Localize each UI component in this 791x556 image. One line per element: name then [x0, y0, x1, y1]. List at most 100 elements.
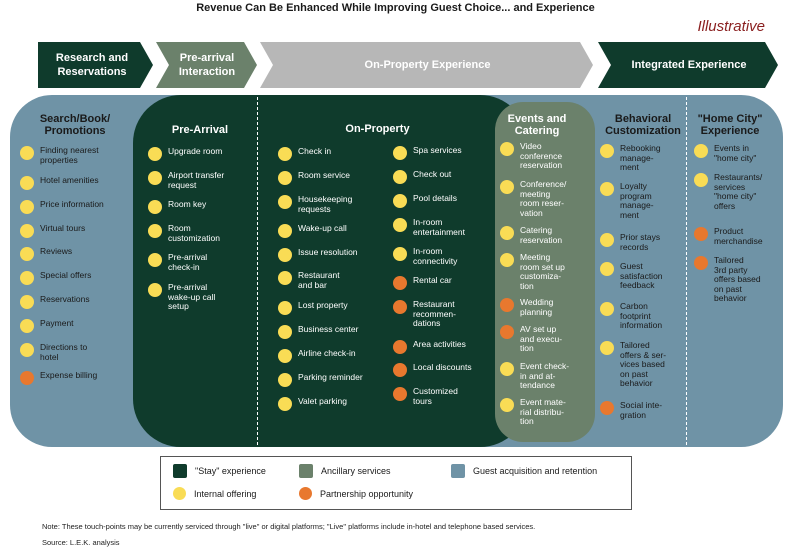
touchpoint-item: Valet parking — [278, 396, 383, 411]
touchpoint-item: Local discounts — [393, 362, 498, 377]
touchpoint-label: Spa services — [413, 145, 462, 155]
touchpoint-label: In-room connectivity — [413, 246, 458, 266]
touchpoint-label: Carbon footprint information — [620, 301, 663, 330]
internal-dot-icon — [500, 362, 514, 376]
internal-dot-icon — [148, 283, 162, 297]
internal-dot-icon — [393, 247, 407, 261]
source-note: Source: L.E.K. analysis — [42, 538, 120, 547]
partnership-dot-icon — [393, 363, 407, 377]
touchpoint-label: Event mate- rial distribu- tion — [520, 397, 566, 426]
internal-dot-icon — [148, 200, 162, 214]
phase-prearrival-label: Pre-arrival Interaction — [178, 52, 236, 78]
internal-dot-icon — [148, 224, 162, 238]
internal-dot-icon — [278, 397, 292, 411]
touchpoint-item: Social inte- gration — [600, 400, 688, 420]
partnership-dot-icon — [393, 276, 407, 290]
phase-onproperty-label: On-Property Experience — [364, 59, 491, 71]
internal-dot-icon — [600, 233, 614, 247]
heading-onproperty: On-Property — [345, 123, 410, 135]
touchpoint-item: Reservations — [20, 294, 132, 309]
internal-dot-icon — [278, 195, 292, 209]
touchpoint-label: Upgrade room — [168, 146, 223, 156]
touchpoint-label: Housekeeping requests — [298, 194, 353, 214]
page-title: Revenue Can Be Enhanced While Improving … — [196, 2, 595, 14]
touchpoint-item: Carbon footprint information — [600, 301, 688, 331]
touchpoint-item: Room key — [148, 199, 256, 214]
chevron-research — [38, 42, 153, 88]
internal-dot-icon — [393, 146, 407, 160]
partnership-dot-icon — [500, 325, 514, 339]
touchpoint-item: Restaurant recommen- dations — [393, 299, 498, 329]
partnership-dot-icon — [393, 300, 407, 314]
touchpoint-label: Expense billing — [40, 370, 98, 380]
touchpoint-label: Virtual tours — [40, 223, 86, 233]
internal-dot-icon — [278, 373, 292, 387]
touchpoint-item: Business center — [278, 324, 383, 339]
touchpoint-item: Customized tours — [393, 386, 498, 406]
touchpoint-item: Expense billing — [20, 370, 132, 385]
touchpoint-label: Prior stays records — [620, 232, 661, 252]
touchpoint-item: Upgrade room — [148, 146, 256, 161]
touchpoint-label: Local discounts — [413, 362, 472, 372]
internal-dot-icon — [278, 325, 292, 339]
internal-dot-icon — [20, 295, 34, 309]
touchpoint-item: Guest satisfaction feedback — [600, 261, 688, 291]
chevron-prearrival — [156, 42, 257, 88]
phase-chevrons — [38, 42, 778, 88]
partnership-dot-icon — [694, 227, 708, 241]
phase-research-label: Research and Reservations — [55, 52, 129, 78]
internal-dot-icon — [278, 349, 292, 363]
internal-dot-icon — [20, 200, 34, 214]
internal-dot-icon — [20, 146, 34, 160]
touchpoint-label: Wedding planning — [520, 297, 554, 317]
touchpoint-label: Rebooking manage- ment — [620, 143, 661, 172]
touchpoint-label: Check out — [413, 169, 452, 179]
internal-dot-icon — [393, 194, 407, 208]
touchpoint-label: Business center — [298, 324, 359, 334]
touchpoint-item: Wedding planning — [500, 297, 592, 317]
touchpoint-item: Pre-arrival wake-up call setup — [148, 282, 256, 312]
touchpoint-item: Area activities — [393, 339, 498, 354]
touchpoint-label: Meeting room set up customiza- tion — [520, 252, 565, 291]
ancillary-services-panel — [495, 102, 595, 442]
internal-dot-icon — [500, 398, 514, 412]
internal-dot-icon — [278, 271, 292, 285]
internal-dot-icon — [500, 180, 514, 194]
touchpoint-item: Check in — [278, 146, 383, 161]
touchpoint-item: Housekeeping requests — [278, 194, 383, 214]
touchpoint-item: Pool details — [393, 193, 498, 208]
touchpoint-item: Reviews — [20, 246, 132, 261]
touchpoint-item: Room service — [278, 170, 383, 185]
touchpoint-item: Wake-up call — [278, 223, 383, 238]
heading-behavioral: Behavioral Customization — [605, 113, 681, 137]
internal-dot-icon — [20, 247, 34, 261]
touchpoint-label: Issue resolution — [298, 247, 358, 257]
internal-dot-icon — [278, 224, 292, 238]
legend-internal-dot — [173, 487, 186, 500]
touchpoint-label: Events in "home city" — [714, 143, 757, 163]
touchpoint-label: Check in — [298, 146, 332, 156]
touchpoint-item: Parking reminder — [278, 372, 383, 387]
chevron-integrated — [598, 42, 778, 88]
touchpoint-item: Rebooking manage- ment — [600, 143, 688, 173]
touchpoint-label: Product merchandise — [714, 226, 763, 246]
partnership-dot-icon — [393, 387, 407, 401]
internal-dot-icon — [600, 262, 614, 276]
touchpoint-label: Payment — [40, 318, 74, 328]
partnership-dot-icon — [20, 371, 34, 385]
internal-dot-icon — [393, 170, 407, 184]
internal-dot-icon — [500, 253, 514, 267]
legend-ancillary-label: Ancillary services — [321, 466, 391, 476]
legend-stay: "Stay" experience — [173, 464, 266, 478]
partnership-dot-icon — [600, 401, 614, 415]
stay-experience-panel — [133, 95, 528, 447]
legend-stay-swatch — [173, 464, 187, 478]
touchpoint-item: Airline check-in — [278, 348, 383, 363]
heading-prearrival: Pre-Arrival — [171, 124, 229, 136]
touchpoint-label: Room customization — [168, 223, 220, 243]
touchpoint-item: Rental car — [393, 275, 498, 290]
internal-dot-icon — [600, 341, 614, 355]
legend-stay-label: "Stay" experience — [195, 466, 266, 476]
internal-dot-icon — [694, 173, 708, 187]
divider-prearrival — [257, 97, 258, 445]
